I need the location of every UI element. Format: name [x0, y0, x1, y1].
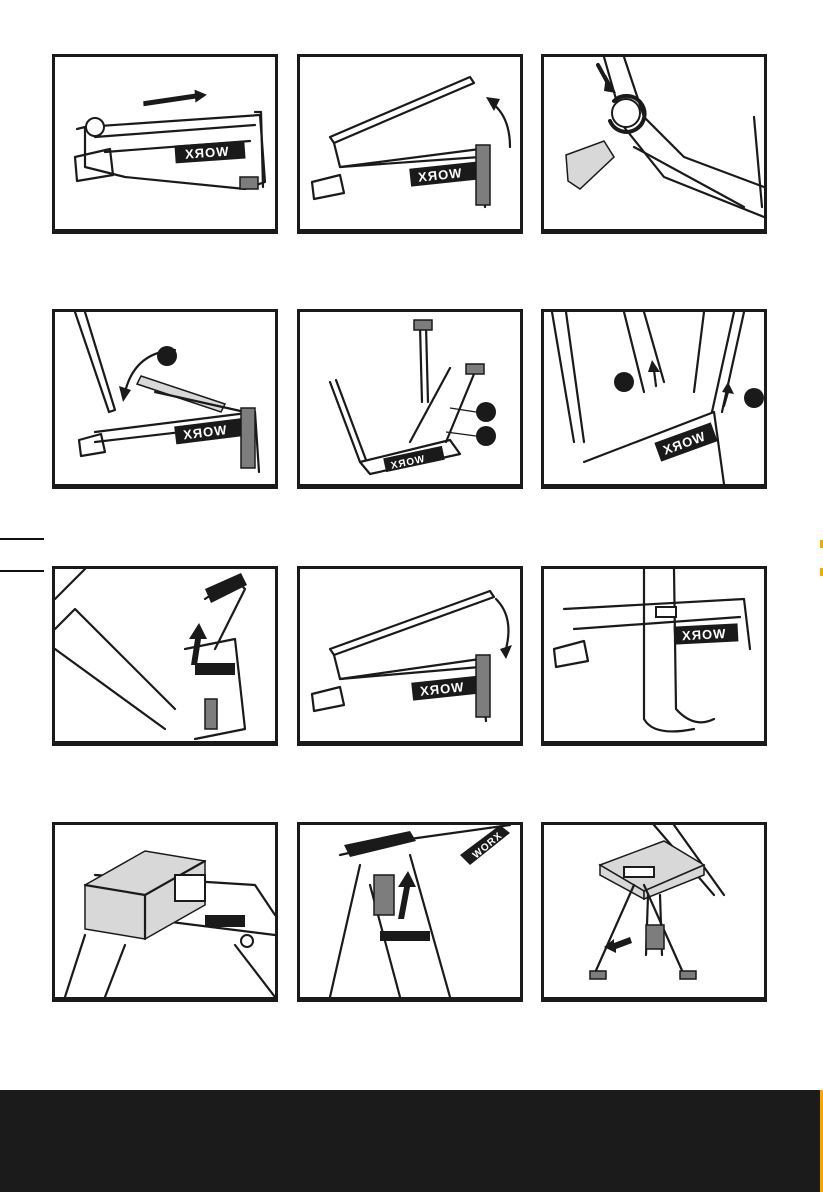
- figure-panel-10: [52, 822, 278, 1002]
- lift-arrow-icon: [398, 871, 416, 919]
- leg-release-lift-illustration: WORX: [300, 825, 520, 997]
- figure-panel-5: XЯOW: [297, 309, 523, 489]
- pull-arrow-icon: [604, 937, 632, 953]
- figure-panel-8: XЯOW: [297, 566, 523, 746]
- figure-panel-4: XЯOW: [52, 309, 278, 489]
- lock-arm-rotate-illustration: XЯOW: [55, 312, 275, 484]
- brand-logo-mirrored: XЯOW: [185, 144, 230, 162]
- figure-panel-12: [541, 822, 767, 1002]
- callout-dot-icon: [476, 426, 496, 446]
- figure-panel-7: [52, 566, 278, 746]
- callout-dot-icon: [744, 388, 764, 408]
- rotate-arrow-icon: [492, 103, 510, 147]
- rotate-arrow-icon: [496, 599, 508, 649]
- leg-fold-illustration: XЯOW: [300, 569, 520, 741]
- footer-band: [0, 1090, 823, 1192]
- slide-arrow-icon: [143, 89, 208, 106]
- carry-icon: [656, 607, 676, 617]
- margin-marker-bottom: [0, 570, 44, 572]
- callout-dot-icon: [476, 402, 496, 422]
- workbench-folded-slide-illustration: XЯOW: [55, 57, 275, 229]
- leg-lock-closeup-illustration: XЯOW: [544, 312, 764, 484]
- legs-extended-illustration: XЯOW: [300, 312, 520, 484]
- figure-panel-3: [541, 54, 767, 234]
- figure-panel-1: XЯOW: [52, 54, 278, 234]
- handle-lift-closeup-illustration: [55, 569, 275, 741]
- twist-knob-icon: [612, 99, 640, 127]
- workpiece-on-raised-bench-illustration: [544, 825, 764, 997]
- figure-panel-2: XЯOW: [297, 54, 523, 234]
- figure-panel-9: XЯOW: [541, 566, 767, 746]
- callout-dot-icon: [614, 372, 634, 392]
- callout-dot-icon: [157, 346, 177, 366]
- figure-panel-11: WORX: [297, 822, 523, 1002]
- knob-twist-closeup-illustration: [544, 57, 764, 229]
- figure-panel-6: XЯOW: [541, 309, 767, 489]
- workbench-open-leg-illustration: XЯOW: [300, 57, 520, 229]
- workpiece-on-bench-illustration: [55, 825, 275, 997]
- lift-arrow-icon: [189, 623, 207, 665]
- carry-workbench-illustration: XЯOW: [544, 569, 764, 741]
- brand-logo-mirrored: XЯOW: [682, 626, 727, 643]
- margin-marker-top: [0, 538, 44, 540]
